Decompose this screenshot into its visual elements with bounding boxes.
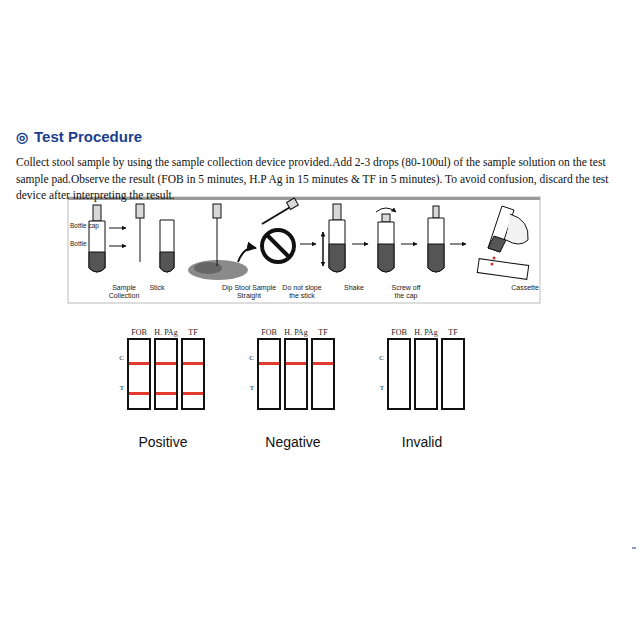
part-label: Bottle cap	[70, 222, 106, 229]
line-marker: C	[372, 354, 384, 362]
test-strip: FOB	[127, 338, 151, 410]
strip-heading: FOB	[383, 328, 415, 337]
line-marker: C	[242, 354, 254, 362]
test-strip: H. PAg	[284, 338, 308, 410]
test-strip: TF	[441, 338, 465, 410]
step-label: Dip Stool Sample Straight	[221, 284, 277, 300]
result-line	[129, 362, 149, 365]
strip-heading: TF	[437, 328, 469, 337]
step-label: Screw off the cap	[386, 284, 426, 300]
test-strip: FOB	[257, 338, 281, 410]
line-marker: C	[112, 354, 124, 362]
result-line	[156, 362, 176, 365]
test-strip: H. PAg	[154, 338, 178, 410]
result-line	[259, 362, 279, 365]
line-marker: T	[372, 384, 384, 392]
test-strip: TF	[311, 338, 335, 410]
result-caption: Invalid	[372, 434, 472, 450]
strip-heading: H. PAg	[410, 328, 442, 337]
result-line	[183, 392, 203, 395]
line-marker: T	[242, 384, 254, 392]
strip-heading: TF	[307, 328, 339, 337]
title-symbol: ◎	[16, 129, 32, 145]
result-line	[286, 362, 306, 365]
step-label: Cassette	[503, 284, 547, 292]
test-strip: FOB	[387, 338, 411, 410]
part-label: Bottle	[70, 240, 106, 247]
strip-heading: H. PAg	[150, 328, 182, 337]
result-line	[313, 362, 333, 365]
test-strip: H. PAg	[414, 338, 438, 410]
strip-heading: FOB	[253, 328, 285, 337]
result-line	[156, 392, 176, 395]
test-strip: TF	[181, 338, 205, 410]
step-label: Stick	[142, 284, 172, 292]
result-caption: Positive	[113, 434, 213, 450]
result-line	[129, 392, 149, 395]
strip-heading: H. PAg	[280, 328, 312, 337]
result-caption: Negative	[243, 434, 343, 450]
step-label: Do not slope the stick	[279, 284, 325, 300]
result-line	[183, 362, 203, 365]
strip-heading: TF	[177, 328, 209, 337]
step-label: Shake	[337, 284, 371, 292]
procedure-text: Collect stool sample by using the sample…	[16, 154, 626, 204]
section-title: Test Procedure	[34, 128, 142, 145]
step-label: Sample Collection	[97, 284, 151, 300]
line-marker: T	[112, 384, 124, 392]
strip-heading: FOB	[123, 328, 155, 337]
